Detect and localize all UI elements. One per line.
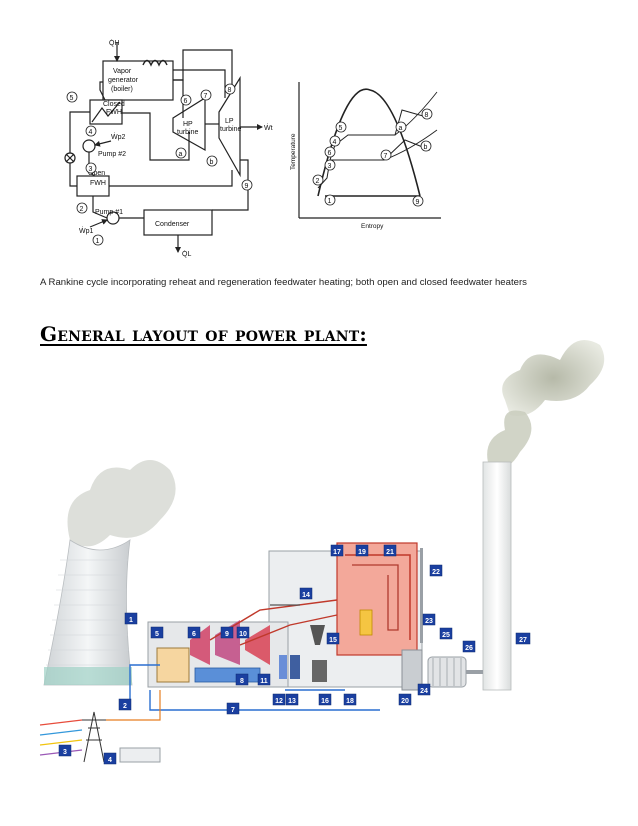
ts-xlabel: Entropy [361,223,384,230]
qh-label: Q̇H [109,39,120,47]
lp-label-2: turbine [220,126,242,133]
tag-6: 6 [192,631,196,638]
tag-17: 17 [333,549,341,556]
tag-16: 16 [321,698,329,705]
tag-3: 3 [63,749,67,756]
boiler-label-2: generator [108,77,139,84]
tag-7: 7 [231,707,235,714]
plant-number-tags: 1 2 3 4 5 6 7 8 9 10 11 12 13 14 15 16 1… [58,544,531,765]
wt-label: Ẇt [264,123,273,132]
boiler-label-3: (boiler) [111,86,133,93]
tag-1: 1 [129,617,133,624]
svg-text:a: a [399,125,403,132]
rankine-schematic [64,42,263,253]
hp-label-1: HP [183,121,193,128]
state-7: 7 [204,93,208,100]
tag-23: 23 [425,618,433,625]
state-a: a [179,151,183,158]
tag-13: 13 [288,698,296,705]
svg-text:9: 9 [416,199,420,206]
open-fwh-label-2: FWH [90,180,106,187]
tag-26: 26 [465,645,473,652]
svg-text:b: b [424,144,428,151]
svg-text:3: 3 [328,163,332,170]
state-8: 8 [228,87,232,94]
closed-fwh-label-1: Closed [103,101,125,108]
boiler-label-1: Vapor [113,68,132,75]
tag-10: 10 [239,631,247,638]
ts-ylabel: Temperature [290,133,297,170]
state-3: 3 [89,166,93,173]
tag-9: 9 [225,631,229,638]
state-2: 2 [80,206,84,213]
closed-fwh-label-2: FWH [106,109,122,116]
tag-22: 22 [432,569,440,576]
state-9: 9 [245,183,249,190]
tag-14: 14 [302,592,310,599]
svg-text:2: 2 [316,178,320,185]
state-1: 1 [96,238,100,245]
ql-label: Q̇L [182,250,191,258]
tag-15: 15 [329,637,337,644]
svg-text:8: 8 [425,112,429,119]
state-4: 4 [89,129,93,136]
svg-text:6: 6 [328,150,332,157]
svg-text:4: 4 [333,139,337,146]
svg-text:7: 7 [384,153,388,160]
tag-27: 27 [519,637,527,644]
tag-19: 19 [358,549,366,556]
figure-caption: A Rankine cycle incorporating reheat and… [40,277,527,288]
tag-18: 18 [346,698,354,705]
tag-4: 4 [108,757,112,764]
tag-21: 21 [386,549,394,556]
wp2-label: Ẇp2 [111,132,126,141]
tag-20: 20 [401,698,409,705]
tag-2: 2 [123,703,127,710]
section-heading: General layout of power plant: [40,322,367,346]
pump1-label: Pump #1 [95,209,123,216]
state-5: 5 [70,95,74,102]
tag-5: 5 [155,631,159,638]
tag-25: 25 [442,632,450,639]
tag-8: 8 [240,678,244,685]
tag-24: 24 [420,688,428,695]
svg-text:1: 1 [328,198,332,205]
wp1-label: Ẇp1 [79,226,94,235]
condenser-label: Condenser [155,221,190,228]
rankine-schematic-labels: Q̇H Vapor generator (boiler) Closed FWH … [66,39,273,258]
svg-text:5: 5 [339,125,343,132]
tag-12: 12 [275,698,283,705]
lp-label-1: LP [225,118,234,125]
ts-diagram-labels: Temperature Entropy 5 4 6 3 2 1 8 a 7 b … [290,108,433,230]
open-fwh-label-1: Open [88,170,105,177]
tag-11: 11 [260,678,268,685]
state-6: 6 [184,98,188,105]
pump2-label: Pump #2 [98,151,126,158]
state-b: b [210,159,214,166]
hp-label-2: turbine [177,129,199,136]
